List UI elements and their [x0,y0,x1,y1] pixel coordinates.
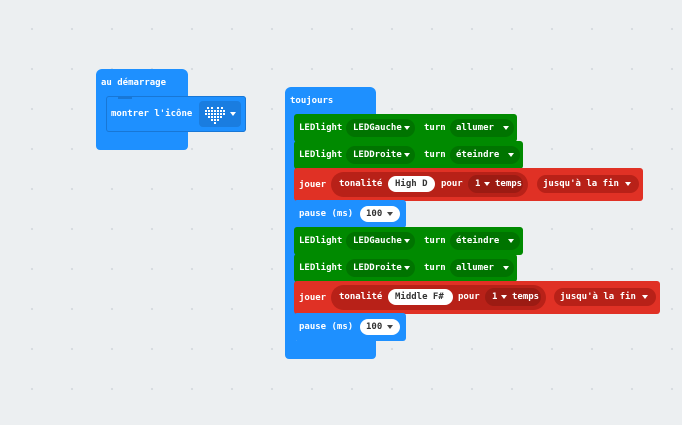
led-state-dropdown[interactable]: éteindre [450,146,520,164]
chevron-down-icon [503,126,509,130]
note-field[interactable]: High D [388,176,435,192]
play-mode-value: jusqu'à la fin [543,179,619,189]
tone-label: tonalité [339,179,383,189]
chevron-down-icon [625,182,631,186]
play-tone-block[interactable]: jouer tonalité High D pour 1 temps jusqu… [294,168,643,201]
note-field[interactable]: Middle F# [388,289,453,305]
led-target-value: LEDGauche [353,236,402,246]
pause-block[interactable]: pause (ms) 100 [294,200,406,228]
chevron-down-icon [230,112,236,116]
led-target-dropdown[interactable]: LEDDroite [346,146,415,164]
chevron-down-icon [404,239,410,243]
heart-icon [203,104,227,124]
led-target-value: LEDDroite [353,263,402,273]
chevron-down-icon [404,266,410,270]
led-target-dropdown[interactable]: LEDGauche [346,119,415,137]
chevron-down-icon [387,212,393,216]
tone-reporter[interactable]: tonalité Middle F# pour 1 temps [331,285,546,310]
for-label: pour [441,179,463,189]
led-device-label: LEDlight [299,263,343,273]
icon-dropdown[interactable] [199,101,241,127]
play-mode-dropdown[interactable]: jusqu'à la fin [554,288,656,306]
play-mode-value: jusqu'à la fin [560,292,636,302]
pause-value: 100 [366,209,383,219]
notch [118,96,132,99]
led-block[interactable]: LEDlight LEDDroite turn éteindre [294,141,523,169]
pause-value-dropdown[interactable]: 100 [360,206,400,222]
led-target-dropdown[interactable]: LEDDroite [346,259,415,277]
show-icon-label: montrer l'icône [111,109,193,119]
chevron-down-icon [642,295,648,299]
forever-foot [285,341,376,359]
led-target-dropdown[interactable]: LEDGauche [346,232,415,250]
beats-dropdown[interactable]: 1 temps [468,175,523,193]
led-state-dropdown[interactable]: allumer [450,119,514,137]
chevron-down-icon [404,153,410,157]
chevron-down-icon [387,325,393,329]
chevron-down-icon [484,182,490,186]
pause-block[interactable]: pause (ms) 100 [294,313,406,341]
led-verb-label: turn [424,123,446,133]
led-state-value: allumer [456,263,494,273]
tone-reporter[interactable]: tonalité High D pour 1 temps [331,172,528,197]
led-device-label: LEDlight [299,150,343,160]
pause-value: 100 [366,322,383,332]
tone-label: tonalité [339,292,383,302]
led-target-value: LEDGauche [353,123,402,133]
chevron-down-icon [508,153,514,157]
led-device-label: LEDlight [299,236,343,246]
led-block[interactable]: LEDlight LEDGauche turn allumer [294,114,517,142]
beats-label: temps [495,179,523,189]
led-verb-label: turn [424,150,446,160]
forever-hat[interactable] [285,87,376,115]
led-device-label: LEDlight [299,123,343,133]
play-mode-dropdown[interactable]: jusqu'à la fin [537,175,639,193]
led-target-value: LEDDroite [353,150,402,160]
led-state-value: éteindre [456,236,500,246]
led-state-value: allumer [456,123,494,133]
led-state-dropdown[interactable]: éteindre [450,232,520,250]
play-tone-block[interactable]: jouer tonalité Middle F# pour 1 temps ju… [294,281,660,314]
play-label: jouer [299,180,327,190]
beats-label: temps [512,292,540,302]
on-start-mouth [96,96,108,132]
beats-dropdown[interactable]: 1 temps [485,288,541,306]
for-label: pour [458,292,480,302]
play-label: jouer [299,293,327,303]
beats-value: 1 [492,292,498,302]
led-state-value: éteindre [456,150,500,160]
led-block[interactable]: LEDlight LEDDroite turn allumer [294,254,517,282]
forever-label: toujours [290,96,334,106]
on-start-foot [96,131,188,150]
chevron-down-icon [404,126,410,130]
pause-label: pause (ms) [299,209,354,219]
led-verb-label: turn [424,263,446,273]
pause-label: pause (ms) [299,322,354,332]
on-start-hat[interactable] [96,69,188,97]
pause-value-dropdown[interactable]: 100 [360,319,400,335]
forever-mouth [285,114,296,342]
led-verb-label: turn [424,236,446,246]
chevron-down-icon [503,266,509,270]
chevron-down-icon [508,239,514,243]
on-start-label: au démarrage [101,78,167,88]
beats-value: 1 [475,179,481,189]
chevron-down-icon [501,295,507,299]
led-state-dropdown[interactable]: allumer [450,259,514,277]
led-block[interactable]: LEDlight LEDGauche turn éteindre [294,227,523,255]
